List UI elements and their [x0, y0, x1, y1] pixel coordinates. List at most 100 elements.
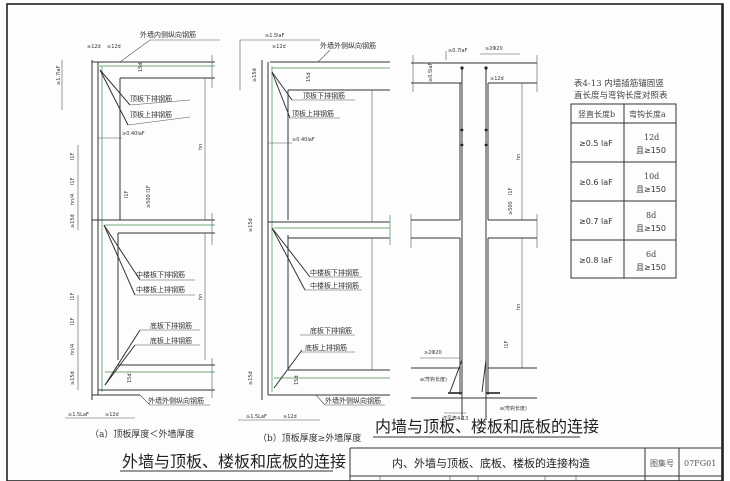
dim-15d-a-mid: ≥15d	[70, 214, 76, 228]
table-cell-b: ≥0.8 laF	[579, 256, 613, 265]
table-cell-b: ≥0.5 laF	[579, 139, 613, 148]
table-cell-a1: 12d	[644, 133, 659, 142]
mid-b-diag-1	[271, 227, 311, 278]
dim-12d-a3: ≥12d	[105, 412, 119, 418]
dim-hn-a1: hn	[198, 144, 204, 150]
dim-15L-b-bot: ≥1.5LaF	[246, 414, 267, 420]
dim-12d-b: ≥12d	[272, 44, 286, 50]
table-cell-a1: 10d	[644, 172, 659, 181]
leader-outer-outer-a	[139, 394, 151, 406]
dim-500-iw: ≥500	[508, 201, 514, 215]
roof-b-diag-2	[271, 71, 291, 119]
dim-12d-b-bot: ≥12d	[283, 414, 297, 420]
iw-base-diag-l	[449, 359, 463, 393]
leader-outer-inner-a	[119, 39, 151, 63]
dim-17-a: ≥1.7laF	[56, 65, 62, 85]
iw-bar-dot	[484, 143, 488, 147]
iw-bar-dot	[484, 128, 488, 132]
dim-l1f-a4: l1F	[70, 292, 76, 300]
dim-hook-a-l: a(弯钩长度)	[420, 376, 447, 383]
table-cell-a2: 且≥150	[636, 185, 666, 194]
base-a-diag-2	[104, 344, 136, 386]
dim-hn4-a2: hn/4	[70, 344, 76, 355]
dim-hook-a-r: a(弯钩长度)	[500, 405, 527, 412]
label-outer-wall-outer-bar-b: 外墙外侧纵向钢筋	[325, 396, 381, 405]
iw-base-diag-r	[481, 359, 487, 393]
title-block-title: 内、外墙与顶板、底板、楼板的连接构造	[392, 456, 590, 470]
iw-bar-dot	[484, 66, 488, 70]
sheet-border	[6, 3, 724, 481]
dim-hn-iw1: hn	[516, 154, 522, 160]
table-cell-a1: 8d	[646, 211, 656, 220]
dim-05: ≥0.5laF	[428, 62, 434, 82]
mid-a-diag-2	[103, 224, 136, 296]
caption-detail-b: （b）顶板厚度≥外墙厚度	[258, 432, 361, 444]
dim-15L-a: ≥1.5LaF	[68, 412, 89, 418]
mid-b-diag-2	[271, 227, 306, 291]
right-section-title: 内墙与顶板、楼板和底板的连接	[375, 417, 599, 436]
mid-a-diag-1	[103, 224, 141, 281]
title-block: 内、外墙与顶板、底板、楼板的连接构造 图集号 07FG01	[349, 447, 722, 481]
dim-l1f-a1: l1F	[70, 152, 76, 160]
table-cell-a2: 且≥150	[636, 224, 666, 233]
dim-15d-b-bot: ≥15d	[248, 371, 254, 385]
base-a-diag-1	[104, 329, 141, 386]
dim-15d-a-top: 15d	[138, 62, 144, 72]
label-outer-outer-top-b: 外墙外侧纵向钢筋	[320, 41, 376, 50]
dim-12d-iw: ≥12d	[490, 76, 504, 82]
dim-l1f-iw2: l1F	[504, 340, 510, 348]
leader-roof-lower-a	[129, 99, 191, 106]
caption-detail-a: （a）顶板厚度＜外墙厚度	[90, 428, 194, 440]
label-roof-lower-bar-b: 顶板下排钢筋	[303, 91, 345, 100]
label-base-upper-bar-a: 底板上排钢筋	[150, 336, 192, 345]
leader-outer-outer-b	[315, 394, 326, 406]
label-base-lower-bar-b: 底板下排钢筋	[310, 326, 352, 335]
label-mid-upper-bar-b: 中楼板上排钢筋	[310, 281, 359, 290]
dim-hn-iw2: hn	[516, 304, 522, 310]
dim-note-a: ≥500 l1F	[146, 185, 152, 208]
label-roof-upper-bar-b: 顶板上排钢筋	[292, 109, 334, 118]
table-cell-a2: 且≥150	[636, 146, 666, 155]
dim-l1f-a5: l1F	[70, 317, 76, 325]
inner-wall-detail: ≥0.7laF ≥2Φ20 ≥0.5laF ≥12d hn ≥500 l1F h…	[410, 46, 538, 422]
table-header-b: 竖直长度b	[578, 109, 615, 119]
dim-15d-b-top2: 15d	[306, 72, 312, 82]
roof-a-diag-1	[99, 69, 131, 106]
dim-see-table: 详见表4-13	[442, 415, 468, 422]
dim-l1f-a2: l1F	[70, 177, 76, 185]
dim-hn-a2: hn	[198, 294, 204, 300]
table-caption-2: 直长度与弯钩长度对照表	[574, 90, 668, 101]
dim-15d-a-bot: ≥15d	[70, 371, 76, 385]
title-block-atlas-label: 图集号	[650, 458, 674, 468]
label-mid-lower-bar-b: 中楼板下排钢筋	[310, 268, 359, 277]
dim-15d-b-mid: ≥15d	[248, 218, 254, 232]
base-b-diag	[273, 349, 303, 389]
dim-07: ≥0.7laF	[448, 48, 468, 54]
table-caption-1: 表4-13 内墙插筋锚固竖	[574, 78, 664, 89]
label-roof-lower-bar-a: 顶板下排钢筋	[130, 94, 172, 103]
left-section-title: 外墙与顶板、楼板和底板的连接	[122, 452, 346, 471]
leader-outer-outer-b-top	[317, 49, 331, 63]
dim-12d-a2: ≥12d	[107, 44, 121, 50]
label-mid-lower-bar-a: 中楼板下排钢筋	[136, 270, 185, 279]
dim-15d-b-top: ≥15d	[252, 68, 258, 82]
label-outer-wall-inner-bar: 外墙内侧纵向钢筋	[140, 30, 196, 39]
table-cell-b: ≥0.6 laF	[579, 178, 613, 187]
table-cell-a1: 6d	[646, 250, 656, 259]
dim-bars-top: ≥2Φ20	[485, 46, 503, 52]
dim-15d-a-base: 15d	[127, 373, 133, 383]
dim-040-a: ≥0.40laF	[122, 131, 145, 137]
dim-l1f-a3: l1F	[124, 190, 130, 198]
label-roof-upper-bar-a: 顶板上排钢筋	[130, 110, 172, 119]
table-header-a: 弯钩长度a	[629, 109, 666, 119]
dim-040-b: ≥0.40laF	[292, 137, 315, 143]
dim-15L-b: ≥1.5laF	[265, 33, 285, 39]
title-block-atlas-no: 07FG01	[684, 459, 716, 468]
table-cell-a2: 且≥150	[636, 263, 666, 272]
iw-bar-dot	[460, 143, 464, 147]
roof-b-diag-1	[271, 71, 293, 101]
dim-bars-bottom: ≥2Φ20	[424, 350, 442, 356]
dim-12d-a1: ≥12d	[87, 44, 101, 50]
detail-a: 外墙内侧纵向钢筋 顶板下排钢筋 顶板上排钢筋 ≥12d ≥12d ≥0.40la…	[56, 30, 220, 440]
